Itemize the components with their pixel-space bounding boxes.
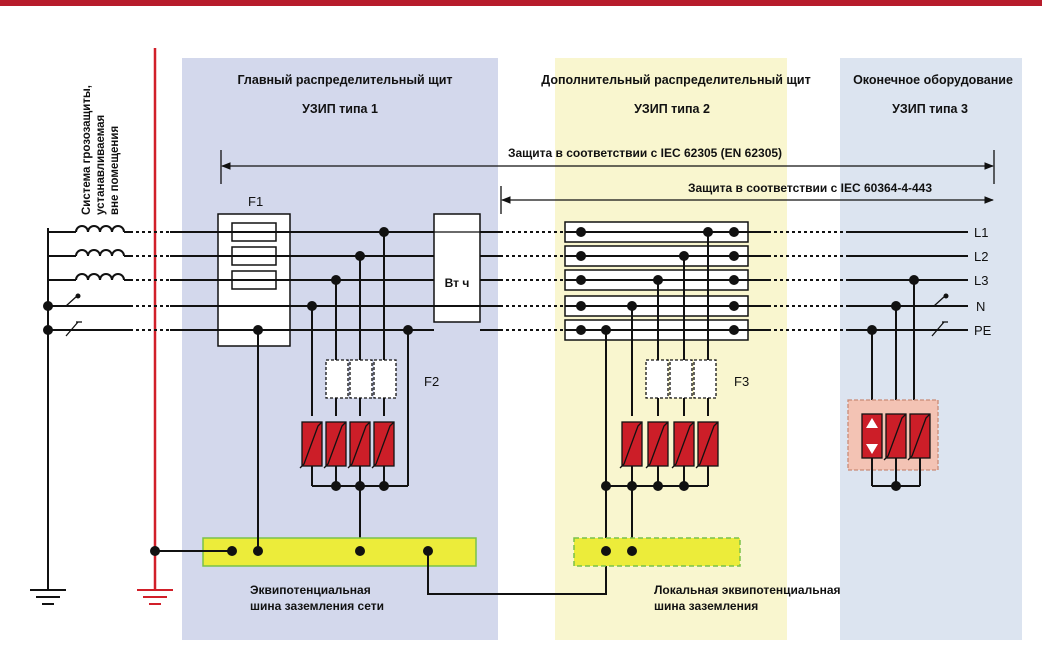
zone-terminal-spd: УЗИП типа 3 — [892, 102, 968, 116]
spd-type1-varistors — [299, 421, 408, 551]
local-equipotential-bus — [573, 537, 741, 567]
ground-symbol-left — [30, 589, 66, 605]
iec-62305-label: Защита в соответствии с IEC 62305 (EN 62… — [508, 146, 782, 160]
lightning-system-label: Система грозозащиты, устанавливаемая вне… — [81, 85, 121, 215]
main-bus-label-line1: Эквипотенциальная — [250, 583, 371, 597]
terminal-lines — [748, 231, 968, 337]
local-bus-label-line1: Локальная эквипотенциальная — [654, 583, 841, 597]
zone-terminal-background — [840, 58, 1022, 640]
local-bus-label-line2: шина заземления — [654, 599, 758, 613]
zone-sub-spd: УЗИП типа 2 — [634, 102, 710, 116]
main-equipotential-bus — [202, 537, 477, 567]
main-bus-label-line2: шина заземления сети — [250, 599, 384, 613]
transformer-windings — [43, 225, 170, 590]
f3-label: F3 — [734, 374, 749, 389]
line-label-l1: L1 — [974, 225, 988, 240]
f2-fuses — [325, 359, 397, 399]
svg-text:Система грозозащиты,: Система грозозащиты, — [81, 85, 93, 215]
f2-label: F2 — [424, 374, 439, 389]
f3-fuses — [645, 359, 717, 399]
spd-type2-varistors — [601, 421, 719, 551]
zone-main-title: Главный распределительный щит — [237, 73, 452, 87]
zone-terminal-title: Оконечное оборудование — [853, 73, 1013, 87]
sub-board-terminals — [564, 221, 749, 341]
top-bar — [0, 0, 1042, 6]
iec-60364-label: Защита в соответствии с IEC 60364-4-443 — [688, 181, 932, 195]
line-label-l3: L3 — [974, 273, 988, 288]
line-label-pe: PE — [974, 323, 992, 338]
line-label-n: N — [976, 299, 985, 314]
spd-type3-device — [847, 280, 939, 491]
svg-text:устанавливаемая: устанавливаемая — [95, 115, 107, 215]
svg-text:вне помещения: вне помещения — [109, 126, 121, 215]
main-bus-connections — [150, 330, 607, 595]
f1-label: F1 — [248, 194, 263, 209]
ground-symbol-red — [137, 589, 173, 605]
zone-main-spd: УЗИП типа 1 — [302, 102, 378, 116]
f1-fuse-block — [217, 213, 291, 347]
line-label-l2: L2 — [974, 249, 988, 264]
meter-label: Вт ч — [445, 276, 470, 290]
energy-meter — [433, 213, 481, 323]
main-board-lines — [170, 231, 565, 331]
zone-sub-title: Дополнительный распределительный щит — [541, 73, 810, 87]
